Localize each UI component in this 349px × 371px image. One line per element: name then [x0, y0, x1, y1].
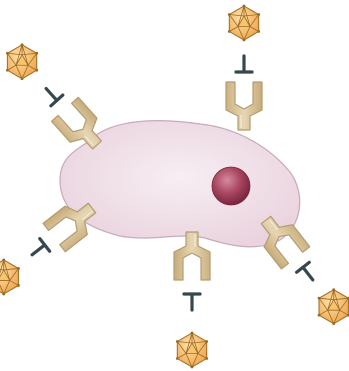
virus-particle-upper-right	[228, 5, 260, 42]
receptor-group-lower-right	[247, 205, 349, 340]
virus-particle-lower-left	[0, 259, 20, 296]
nucleus	[212, 167, 250, 205]
linker-lower-right	[297, 262, 319, 284]
virus-particle-lower-right	[318, 288, 349, 325]
linker-bottom	[184, 294, 200, 310]
receptor-group-upper-left	[0, 27, 115, 161]
receptor-group-bottom	[174, 232, 210, 368]
linker-upper-right	[236, 56, 252, 72]
receptor-bottom	[174, 232, 210, 280]
receptor-upper-right	[226, 82, 262, 130]
receptor-group-upper-right	[226, 5, 262, 130]
linker-lower-left	[27, 239, 49, 261]
virus-particle-upper-left	[6, 43, 38, 80]
receptor-group-lower-left	[0, 189, 107, 311]
linker-upper-left	[40, 83, 63, 106]
virus-particle-bottom	[176, 332, 208, 369]
